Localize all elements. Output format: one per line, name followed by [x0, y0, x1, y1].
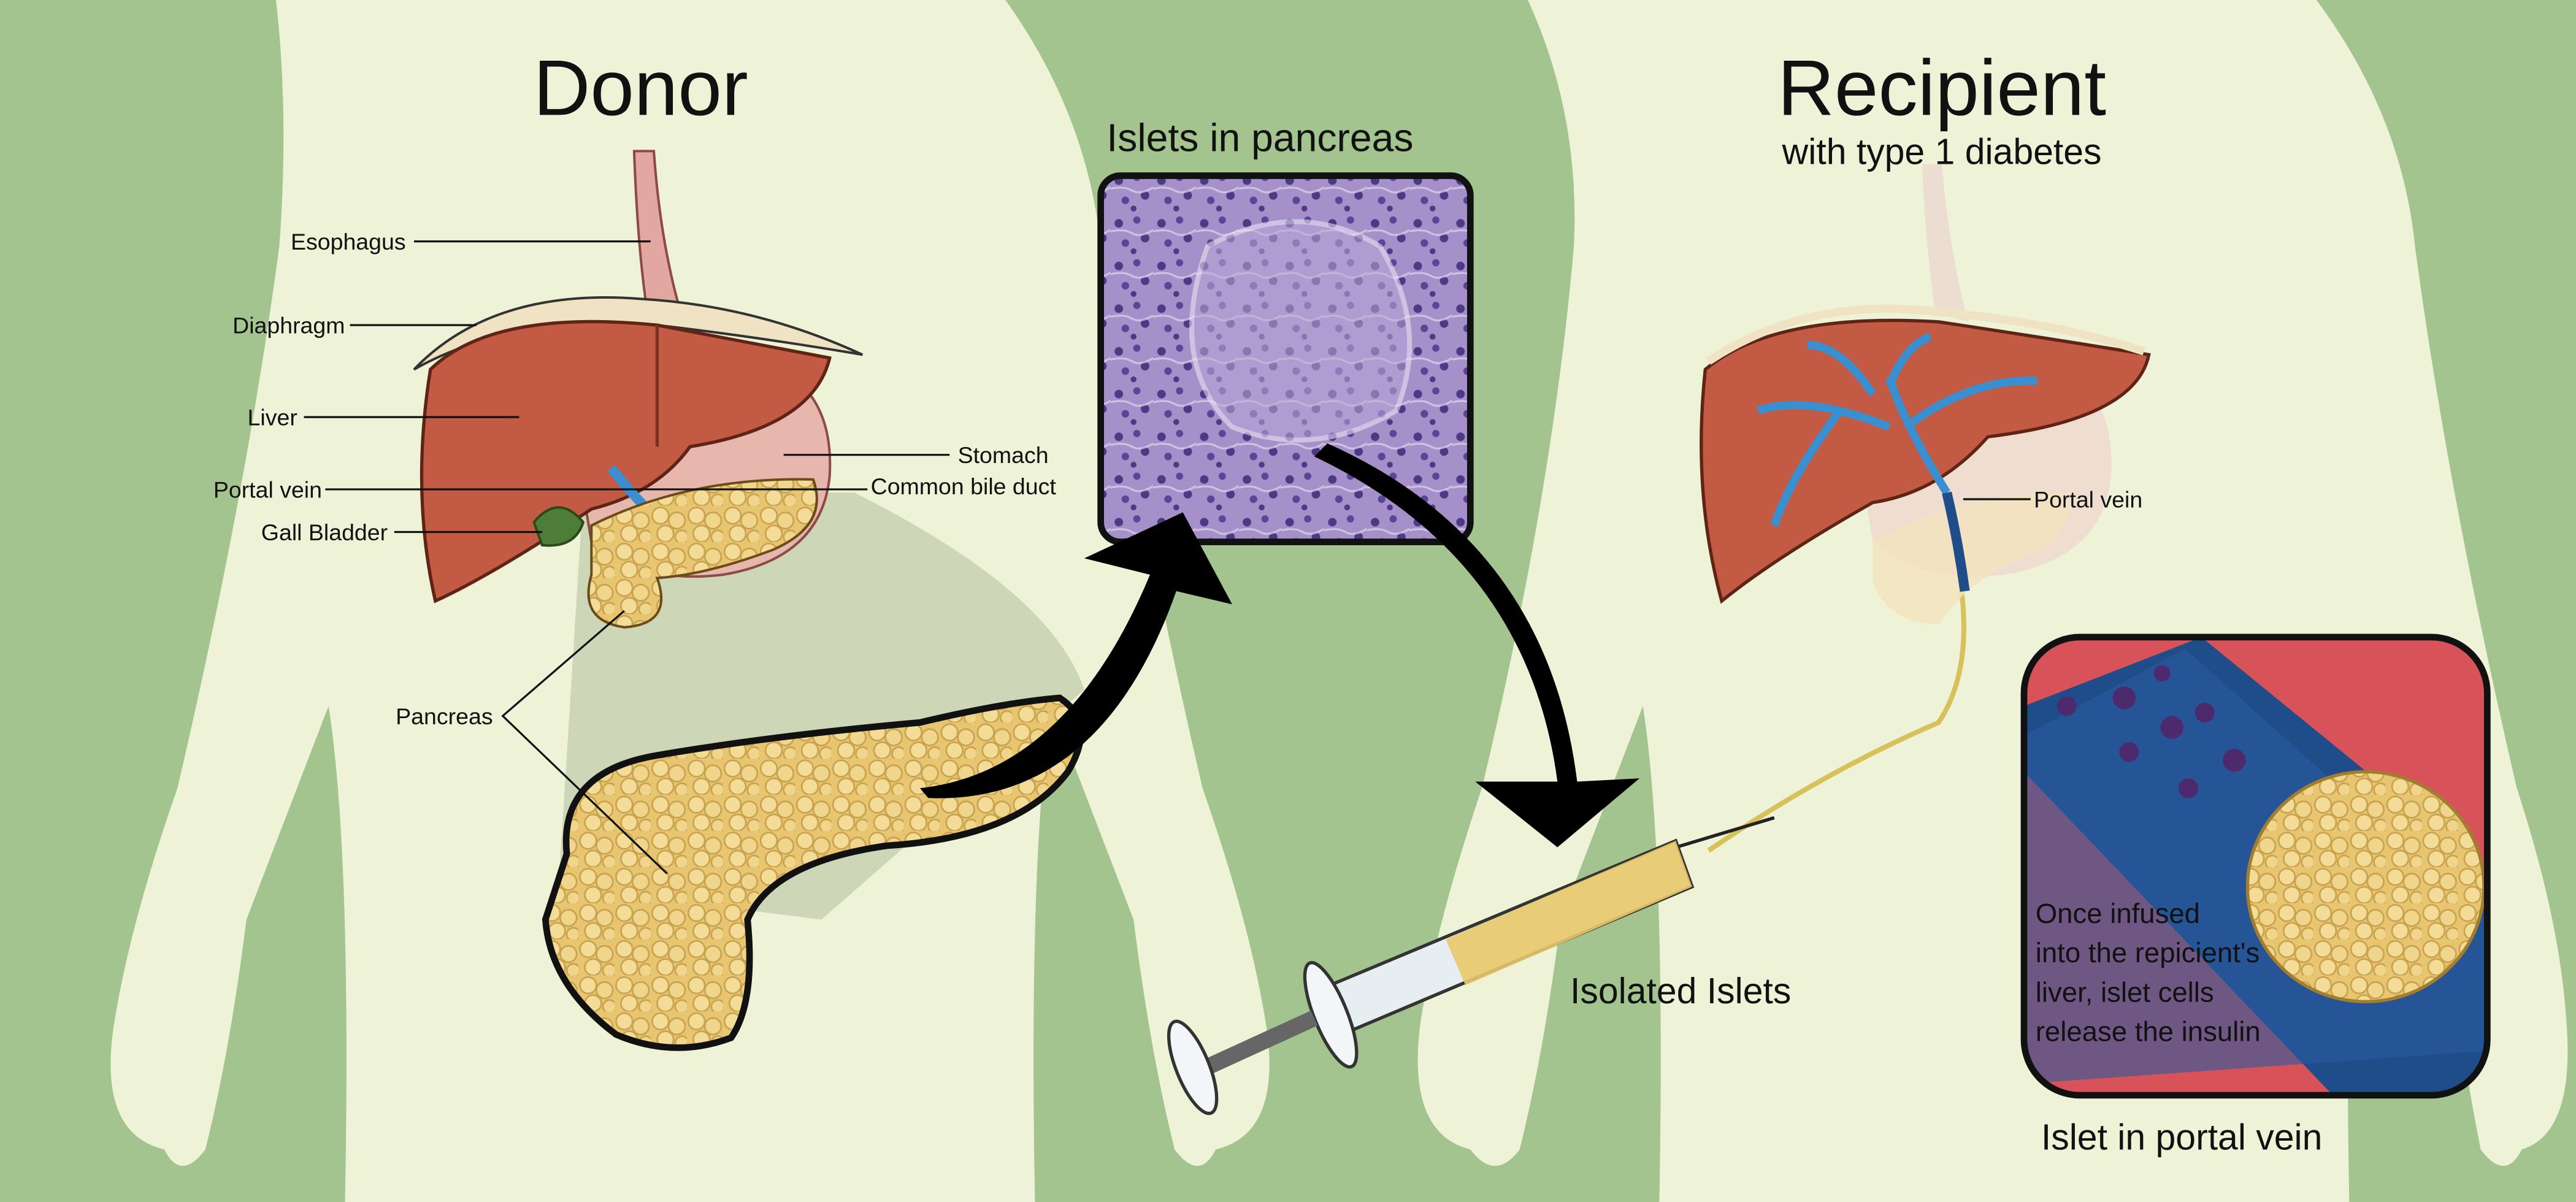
islets-tissue-image: [1097, 172, 1474, 545]
curved-arrow-icon-to-tissue: [920, 512, 1232, 798]
curved-arrow-icon-to-syringe: [1314, 443, 1640, 848]
donor-leader-lines: [304, 240, 950, 875]
recipient-title: Recipient: [1777, 44, 2106, 132]
label-gall-bladder: Gall Bladder: [261, 519, 388, 545]
donor-body-silhouette: [110, 0, 1270, 1202]
label-common-bile-duct: Common bile duct: [871, 473, 1057, 499]
recipient-subtitle: with type 1 diabetes: [1782, 132, 2102, 172]
label-portal-vein: Portal vein: [213, 477, 322, 502]
syringe-icon: [1167, 591, 1966, 1116]
label-liver: Liver: [248, 405, 297, 431]
inset-description-line-4: release the insulin: [2036, 1016, 2261, 1047]
label-diaphragm: Diaphragm: [232, 313, 345, 339]
label-pancreas: Pancreas: [396, 703, 493, 729]
gall-bladder-icon: [532, 506, 585, 547]
label-stomach: Stomach: [958, 442, 1049, 468]
inset-description-line-1: Once infused: [2036, 898, 2200, 929]
inset-description-line-2: into the repicient's: [2036, 937, 2260, 968]
islet-cluster-icon: [2245, 770, 2486, 1004]
recipient-label-portal-vein: Portal vein: [2034, 486, 2142, 512]
recipient-portal-vein-branches: [1756, 332, 2037, 527]
islet-in-portal-vein-inset: [2020, 634, 2491, 1099]
donor-title: Donor: [534, 44, 748, 132]
recipient-organs: [1700, 164, 2151, 624]
islets-panel-title: Islets in pancreas: [1106, 115, 1413, 159]
label-esophagus: Esophagus: [291, 229, 406, 255]
inset-caption: Islet in portal vein: [2041, 1117, 2322, 1157]
syringe-label: Isolated Islets: [1570, 971, 1791, 1011]
donor-pancreas-small-icon: [587, 478, 818, 629]
inset-description-line-3: liver, islet cells: [2036, 976, 2214, 1008]
